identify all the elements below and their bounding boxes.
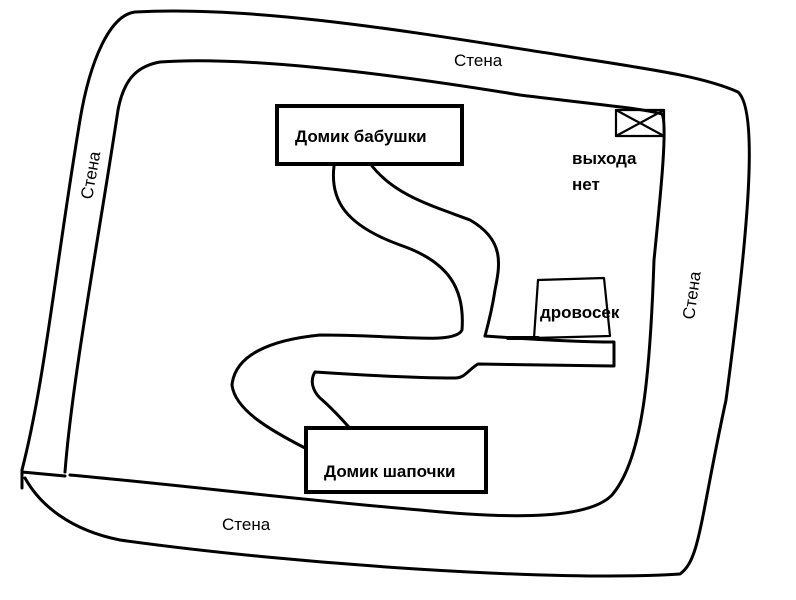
wall-left-label: Стена (77, 149, 104, 200)
grandma-house: Домик бабушки (275, 104, 464, 166)
hood-house: Домик шапочки (304, 426, 488, 494)
wall-bottom-label: Стена (222, 515, 271, 534)
hood-house-label: Домик шапочки (324, 462, 455, 481)
wall-right-label: Стена (679, 270, 705, 321)
woodcutter-label: дровосек (540, 303, 620, 322)
path-left-edge (230, 164, 464, 450)
path-right-edge (370, 164, 500, 338)
no-exit-label-line1: выхода (572, 149, 637, 168)
path-inner-branch (310, 334, 616, 449)
wall-top-label: Стена (454, 51, 503, 70)
wall-gap-stroke (20, 468, 67, 490)
woodcutter-hut (506, 276, 612, 340)
grandma-house-label: Домик бабушки (295, 127, 427, 146)
blocked-exit (614, 108, 666, 138)
no-exit-label-line2: нет (572, 175, 600, 194)
inner-wall (63, 59, 666, 518)
outer-wall (20, 9, 751, 578)
